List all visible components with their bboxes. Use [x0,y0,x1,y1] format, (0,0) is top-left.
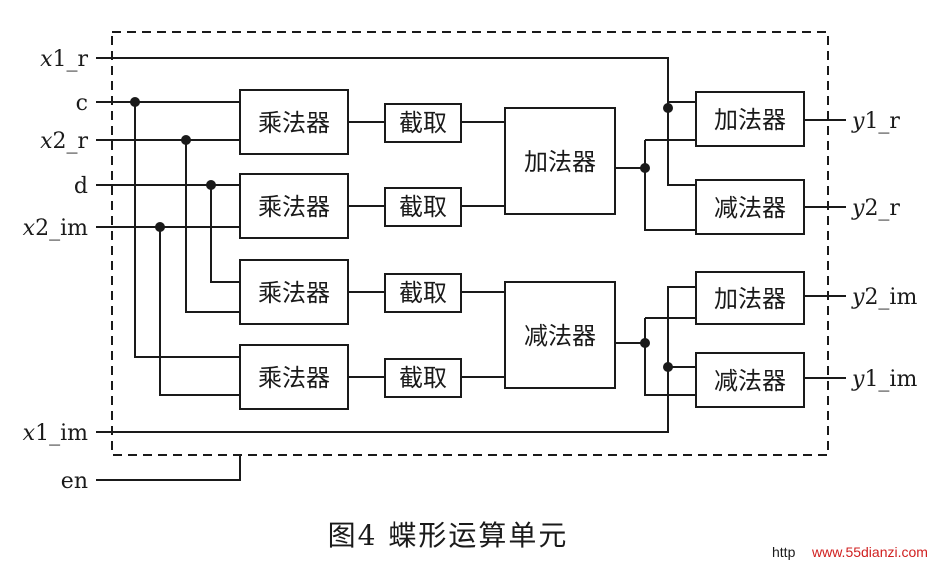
truncate-block-4: 截取 [384,358,462,398]
wire-x1im-to-subB [667,287,696,368]
wire-x2-r-branch [185,140,240,313]
junction-dot [663,362,673,372]
output-wires [804,119,846,379]
input-label-x2-im: x2_im [23,216,88,241]
wire-en [96,455,241,481]
block-label: 乘法器 [258,279,330,307]
block-label: 截取 [399,193,447,221]
junction-dot [130,97,140,107]
input-label-c: c [76,91,88,116]
junction-dot [155,222,165,232]
block-label: 乘法器 [258,364,330,392]
block-label: 截取 [399,109,447,137]
multiplier-block-2: 乘法器 [239,173,349,239]
input-label-x1-im: x1_im [23,421,88,446]
junction-dot [663,103,673,113]
multiplier-block-1: 乘法器 [239,89,349,155]
subtractor-block-middle: 减法器 [504,281,616,389]
adder-block-y1r: 加法器 [695,91,805,147]
output-label-y1-im: y1_im [851,367,917,392]
wire-x2-im-branch [159,227,240,396]
input-label-x2-r: x2_r [40,129,88,154]
input-label-d: d [74,174,88,199]
figure-caption: 图4 蝶形运算单元 [328,519,569,552]
block-label: 减法器 [714,367,786,395]
adder-block-y2im: 加法器 [695,271,805,325]
block-label: 减法器 [524,322,596,350]
wire-x1r-to-subA [667,102,696,186]
watermark-site: www.55dianzi.com [811,544,928,560]
multiplier-block-3: 乘法器 [239,259,349,325]
input-label-x1-r: x1_r [40,47,88,72]
output-label-y2-r: y2_r [851,196,900,221]
input-wires [96,57,696,481]
multiplier-block-4: 乘法器 [239,344,349,410]
subtractor-block-y2r: 减法器 [695,179,805,235]
watermark-prefix: http [772,544,796,560]
truncate-block-3: 截取 [384,273,462,313]
input-label-en: en [61,469,88,494]
block-label: 乘法器 [258,193,330,221]
wire-x1-r [96,57,696,103]
block-label: 截取 [399,279,447,307]
wire-d-branch [210,185,240,283]
junction-dot [181,135,191,145]
internal-wires [348,102,696,396]
wire-c-branch [134,102,240,358]
block-label: 减法器 [714,194,786,222]
block-label: 加法器 [714,106,786,134]
output-label-y1-r: y1_r [851,109,900,134]
block-label: 乘法器 [258,109,330,137]
truncate-block-1: 截取 [384,103,462,143]
block-label: 加法器 [714,285,786,313]
truncate-block-2: 截取 [384,187,462,227]
output-label-y2-im: y2_im [851,285,917,310]
block-label: 截取 [399,364,447,392]
junction-dot [640,338,650,348]
subtractor-block-y1im: 减法器 [695,352,805,408]
block-label: 加法器 [524,148,596,176]
junction-dot [206,180,216,190]
wire-sub-fan [644,318,696,396]
adder-block-middle: 加法器 [504,107,616,215]
junction-dots [130,97,673,372]
junction-dot [640,163,650,173]
